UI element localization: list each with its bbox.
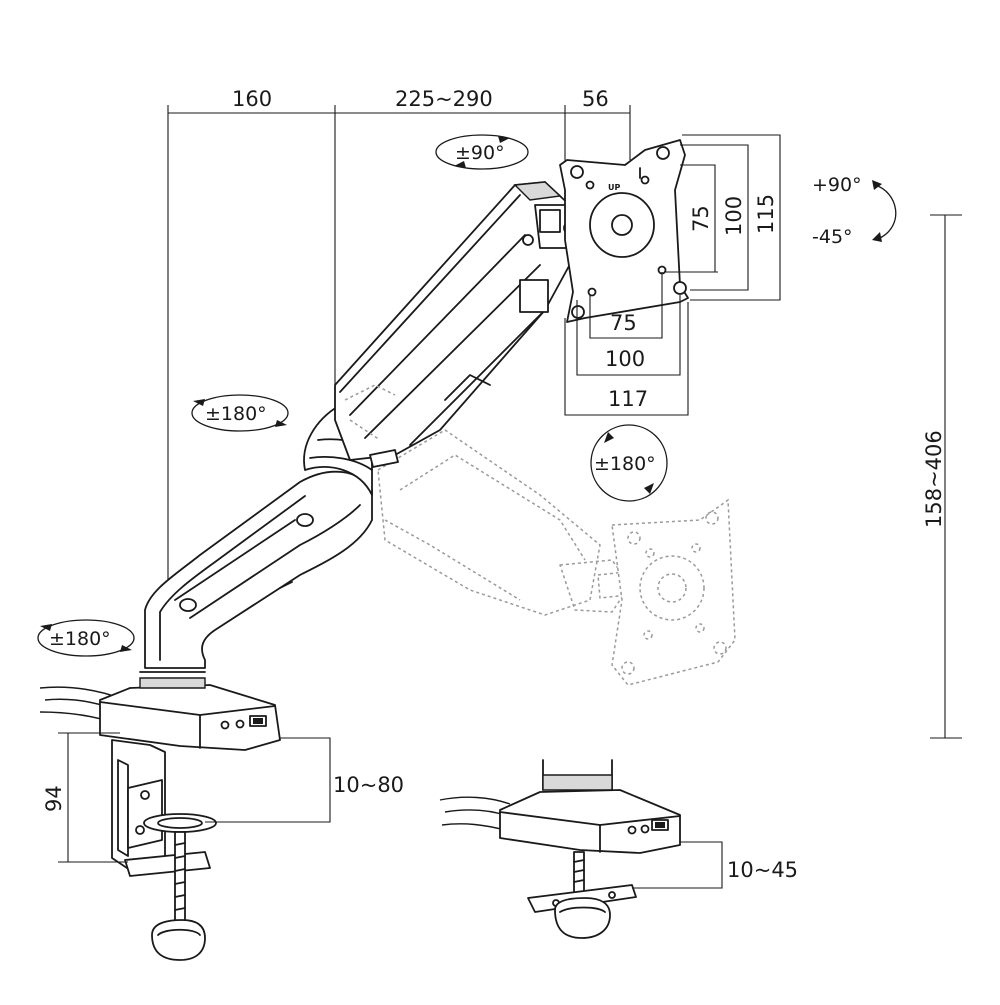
grommet-base	[499, 759, 681, 854]
rotation-elbow: ±180°	[191, 394, 289, 432]
svg-text:±180°: ±180°	[205, 403, 267, 425]
svg-text:±180°: ±180°	[49, 628, 111, 650]
dim-clamp-range: 10~80	[333, 773, 404, 797]
lower-arm	[144, 470, 373, 669]
dim-plate-height: 115	[754, 194, 778, 234]
tilt-up-label: +90°	[812, 174, 862, 196]
dim-grommet-range: 10~45	[727, 858, 798, 882]
rotation-tilt: +90° -45°	[812, 174, 897, 248]
dim-height-range: 158~406	[922, 430, 946, 528]
rotation-plate: ±180°	[590, 424, 668, 502]
dim-plate-width: 117	[608, 387, 648, 411]
dim-vesa-75-v: 75	[689, 205, 713, 232]
rotation-base: ±180°	[37, 619, 135, 657]
dimension-lines	[58, 105, 962, 889]
grommet-bolt	[527, 851, 637, 939]
dim-lower-arm: 160	[232, 87, 272, 111]
dimension-labels: 160 225~290 56 75 100 117 75 100 115 158…	[42, 87, 946, 882]
dim-clamp-height: 94	[42, 785, 66, 812]
dim-tilt-offset: 56	[582, 87, 609, 111]
svg-text:±90°: ±90°	[455, 142, 505, 164]
desk-base	[99, 671, 281, 751]
vesa-plate: UP	[559, 139, 689, 323]
dim-upper-arm: 225~290	[395, 87, 493, 111]
dim-vesa-100-v: 100	[722, 196, 746, 236]
desk-clamp	[111, 739, 217, 961]
dim-vesa-100-h: 100	[605, 347, 645, 371]
upper-arm	[334, 181, 576, 468]
ghost-vesa-plate	[611, 498, 736, 686]
tilt-down-label: -45°	[812, 226, 853, 248]
dim-vesa-75-h: 75	[610, 311, 637, 335]
rotation-head-swivel: ±90°	[435, 134, 529, 170]
svg-text:±180°: ±180°	[594, 453, 656, 475]
ghost-arm-position	[377, 429, 736, 686]
plate-up-marking: UP	[608, 183, 620, 192]
